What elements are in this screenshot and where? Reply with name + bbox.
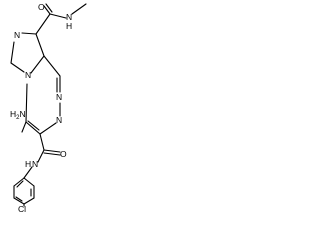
bond-c3-carbonyl <box>39 133 45 151</box>
atom-n-triazine-2: N <box>56 115 62 125</box>
bond-c4-n-bridge <box>25 83 28 123</box>
atom-n-amide: N <box>32 159 38 169</box>
bond-carbonyl-o-mid-2 <box>43 152 61 156</box>
bond-imid-c2-n <box>10 41 15 64</box>
atom-n-bridge: N <box>25 70 31 80</box>
bond-c5-carbonyl <box>35 13 51 35</box>
bond-ph-4-5 <box>13 197 25 205</box>
bonds <box>10 3 87 207</box>
atom-o-mid: O <box>60 149 67 159</box>
atom-cl: Cl <box>18 204 26 212</box>
bond-c3-c4-double <box>27 120 40 131</box>
bond-carbonyl-o-top <box>43 5 51 15</box>
bond-ph-6-1 <box>13 177 25 187</box>
bond-c4-nh2 <box>21 121 27 133</box>
bond-ph-3-4 <box>23 197 35 205</box>
bond-imid-c4-n <box>30 55 45 74</box>
bond-nh-methyl <box>71 3 87 15</box>
atom-h-amide: H <box>25 159 31 169</box>
atom-h-top: H <box>66 21 72 31</box>
bond-ph-inner-b <box>15 196 23 202</box>
bond-c3-c4 <box>25 121 41 135</box>
atom-o-top: O <box>38 2 45 12</box>
bond-ph-1-2 <box>23 177 35 187</box>
bond-ph-inner-c <box>16 180 24 188</box>
bond-imid-n-c5 <box>21 32 37 35</box>
bond-n-amide-ring <box>23 166 33 179</box>
atom-n-imidazole: N <box>14 30 20 40</box>
atom-n-triazine-1: N <box>56 92 62 102</box>
bond-carbonyl-o-top-2 <box>45 3 53 13</box>
bond-carbonyl-n-amide <box>37 149 45 163</box>
bond-carbonyl-o-mid <box>43 149 61 153</box>
atom-nh2-label: H2N <box>10 109 26 121</box>
bond-imid-c5-c4 <box>35 33 45 57</box>
atom-labels: N O N H N N N H2N N H O Cl <box>10 2 72 212</box>
atom-n-top: N <box>66 12 72 22</box>
molecule-structure: N O N H N N N H2N N H O Cl <box>10 2 87 212</box>
bond-c4-c8a <box>43 55 61 77</box>
bond-n2-c3 <box>39 122 57 135</box>
bond-imid-n-c2 <box>10 62 25 73</box>
bond-carbonyl-nh <box>49 13 67 19</box>
